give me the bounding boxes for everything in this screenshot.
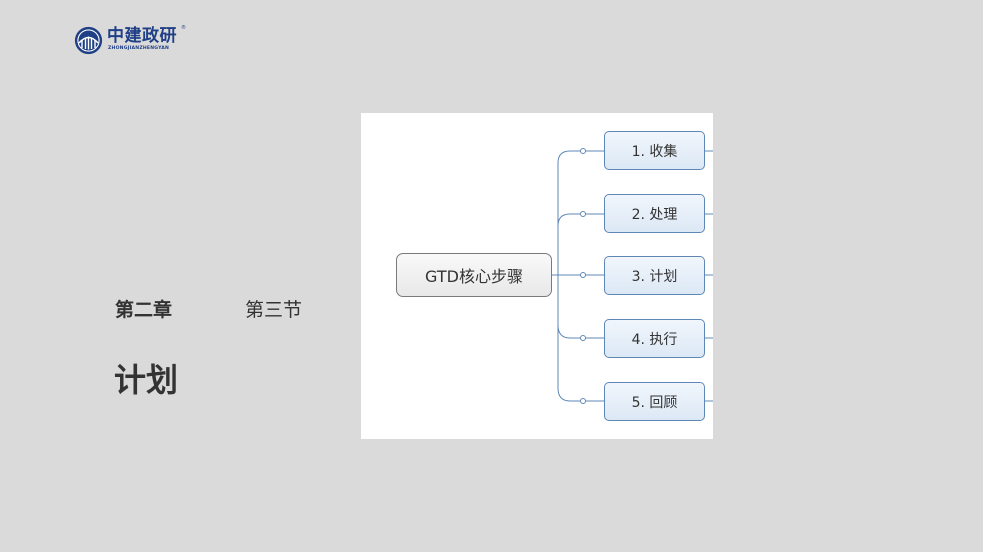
page-title: 计划 xyxy=(114,361,179,399)
mindmap-diagram: GTD核心步骤 1. 收集 2. 处理 3. 计划 4. 执行 5. 回顾 xyxy=(361,113,713,439)
step-node-process: 2. 处理 xyxy=(604,194,705,233)
step-node-plan: 3. 计划 xyxy=(604,256,705,295)
step-node-execute: 4. 执行 xyxy=(604,319,705,358)
logo-emblem-icon xyxy=(74,26,103,55)
root-node: GTD核心步骤 xyxy=(396,253,552,297)
logo-name-cn: 中建政研 xyxy=(107,26,177,46)
logo-name-en: ZHONGJIANZHENGYAN xyxy=(108,46,170,51)
mindmap-connectors xyxy=(552,148,713,404)
step-node-review: 5. 回顾 xyxy=(604,382,705,421)
section-label: 第三节 xyxy=(245,299,303,321)
logo-registered-mark: ® xyxy=(181,25,186,31)
chapter-label: 第二章 xyxy=(115,299,173,321)
step-node-collect: 1. 收集 xyxy=(604,131,705,170)
